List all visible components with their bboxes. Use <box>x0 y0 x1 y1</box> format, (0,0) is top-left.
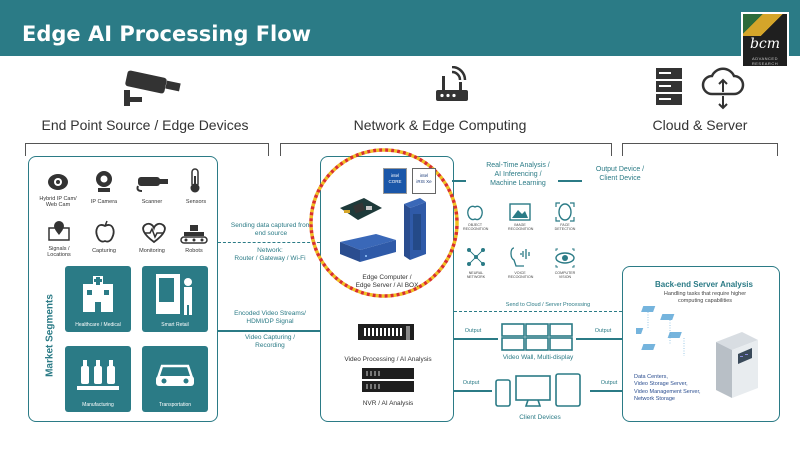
bcm-logo: bcm ADVANCED RESEARCH <box>741 12 789 68</box>
hospital-icon <box>83 276 113 312</box>
bracket-endpoint <box>25 143 269 156</box>
face-detection-icon <box>555 202 575 222</box>
cctv-camera-icon <box>124 70 181 106</box>
logo-text: bcm <box>749 36 781 52</box>
section-title-cloud: Cloud & Server <box>652 117 748 133</box>
intel-core-badge: intel CORE <box>383 168 407 194</box>
section-title-endpoint: End Point Source / Edge Devices <box>41 117 249 133</box>
server-rack-icon <box>656 68 682 105</box>
market-label: Transportation <box>158 402 192 408</box>
device-label: Hybrid IP Cam/ Web Cam <box>39 196 77 209</box>
heart-monitor-icon <box>142 222 166 244</box>
market-segments-title: Market Segments <box>44 294 56 377</box>
market-tile-manufacturing: Manufacturing <box>65 346 131 412</box>
device-label: Sensors <box>185 199 207 205</box>
ip-camera-icon <box>96 171 112 192</box>
ai-item-label: IMAGE RECOGNITION <box>508 223 534 231</box>
output-label: Output <box>462 380 480 386</box>
computer-vision-icon <box>555 248 575 268</box>
object-recognition-icon <box>467 205 483 221</box>
motherboard-icon <box>340 198 382 220</box>
client-devices-label: Client Devices <box>519 414 561 421</box>
device-label: Signals / Locations <box>47 246 71 259</box>
ai-item-label: VOICE RECOGNITION <box>508 271 534 279</box>
backend-list: Data Centers, Video Storage Server, Vide… <box>634 374 701 403</box>
nvr-label: NVR / AI Analysis <box>362 400 414 407</box>
video-capture-card-icon <box>358 324 414 340</box>
voice-recognition-icon <box>510 247 530 267</box>
output-device-label: Output Device / Client Device <box>595 166 645 182</box>
arrow-encoded <box>218 330 320 332</box>
page-title: Edge AI Processing Flow <box>22 22 312 46</box>
client-devices-icon <box>495 373 581 407</box>
car-icon <box>156 364 194 386</box>
robot-icon <box>180 225 208 244</box>
image-recognition-icon <box>509 203 531 221</box>
arrow-output-server-video-wall <box>576 338 622 340</box>
location-pin-icon <box>48 221 70 241</box>
highlight-circle <box>309 148 459 298</box>
server-tower-icon <box>716 332 758 398</box>
market-label: Healthcare / Medical <box>75 322 121 328</box>
header-bar: Edge AI Processing Flow <box>0 0 800 56</box>
device-label: Monitoring <box>139 248 165 254</box>
backend-subtitle: Handling tasks that require higher compu… <box>663 291 747 304</box>
ai-item-label: OBJECT RECOGNITION <box>463 223 489 231</box>
arrow-to-output-device <box>558 180 582 182</box>
ai-item-label: FACE DETECTION <box>554 223 576 231</box>
send-cloud-label: Send to Cloud / Server Processing <box>505 302 591 308</box>
market-tile-healthcare: Healthcare / Medical <box>65 266 131 332</box>
logo-subtext: ADVANCED RESEARCH <box>751 56 779 66</box>
cloud-nodes-icon <box>636 306 685 356</box>
ai-item-label: COMPUTER VISION <box>554 271 576 279</box>
device-label: Capturing <box>92 248 116 254</box>
bracket-network <box>280 143 612 156</box>
dome-camera-icon <box>48 174 68 190</box>
flow-label-network: Network: Router / Gateway / Wi-Fi <box>234 247 306 263</box>
ai-title: Real-Time Analysis / AI Inferencing / Ma… <box>486 162 550 187</box>
device-label: IP Camera <box>90 199 118 205</box>
device-label: Robots <box>185 248 203 254</box>
arrow-to-ai <box>452 180 466 182</box>
logo-stripe <box>743 14 787 36</box>
backend-title: Back-end Server Analysis <box>655 280 753 289</box>
dashed-arrow-send-cloud <box>454 311 622 312</box>
arrow-output-video-wall <box>454 338 498 340</box>
output-label: Output <box>600 380 618 386</box>
video-wall-label: Video Wall, Multi-display <box>502 354 574 361</box>
device-label: Scanner <box>141 199 163 205</box>
edge-pc-icon <box>340 234 396 262</box>
dashed-arrow-sending <box>218 242 320 243</box>
video-processing-label: Video Processing / AI Analysis <box>344 356 432 363</box>
arrow-output-client <box>454 390 492 392</box>
vending-machine-icon <box>156 274 192 315</box>
flow-label-encoded: Encoded Video Streams/ HDMI/DP Signal <box>234 310 306 326</box>
router-icon <box>436 66 468 101</box>
ai-item-label: NEURAL NETWORK <box>466 271 486 279</box>
market-tile-retail: Smart Retail <box>142 266 208 332</box>
market-label: Smart Retail <box>161 322 189 328</box>
video-wall-icon <box>501 323 573 351</box>
output-label: Output <box>464 328 482 334</box>
arrow-output-server-client <box>590 390 622 392</box>
neural-network-icon <box>467 248 485 266</box>
market-label: Manufacturing <box>82 402 114 408</box>
flow-label-capturing: Video Capturing / Recording <box>244 334 296 350</box>
flow-label-sending: Sending data captured from end source <box>230 222 312 238</box>
cloud-sync-icon <box>701 67 745 110</box>
scanner-icon <box>136 177 168 192</box>
section-title-network: Network & Edge Computing <box>353 117 527 133</box>
nvr-icon <box>362 368 414 392</box>
intel-iris-badge: intel iRIS Xe <box>412 168 436 194</box>
edge-box-label: Edge Computer / Edge Server / AI BOX <box>355 274 419 290</box>
output-label: Output <box>594 328 612 334</box>
thermometer-icon <box>190 168 200 193</box>
bottles-icon <box>77 360 119 390</box>
market-tile-transportation: Transportation <box>142 346 208 412</box>
bracket-cloud <box>622 143 778 156</box>
ai-box-icon <box>404 198 426 260</box>
apple-icon <box>95 220 115 243</box>
